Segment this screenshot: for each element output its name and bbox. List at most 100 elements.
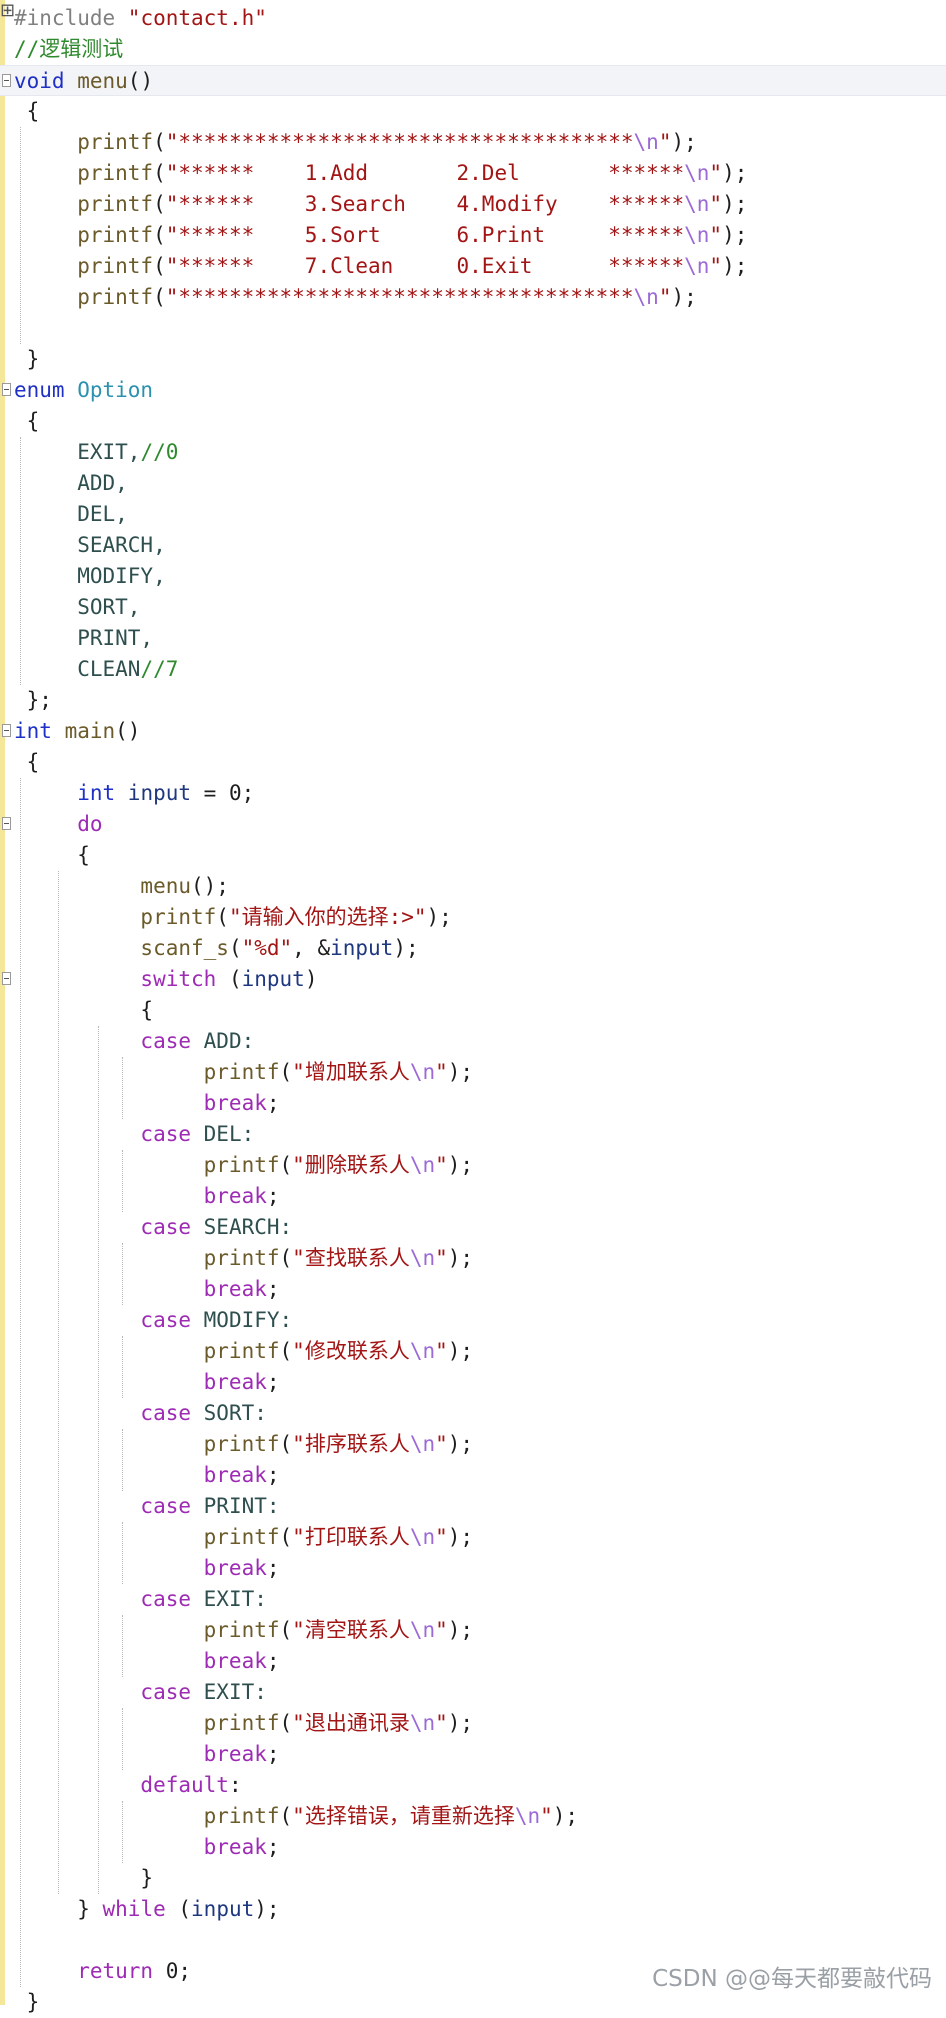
code-line[interactable]: printf("********************************… — [0, 127, 946, 158]
collapse-toggle-icon[interactable] — [2, 383, 11, 396]
code-line[interactable]: printf("****** 7.Clean 0.Exit ******\n")… — [0, 251, 946, 282]
code-line[interactable]: int input = 0; — [0, 778, 946, 809]
code-line[interactable]: { — [0, 406, 946, 437]
code-text: case EXIT: — [14, 1677, 266, 1708]
code-line[interactable]: scanf_s("%d", &input); — [0, 933, 946, 964]
code-token: "增加联系人 — [292, 1060, 410, 1084]
code-text: case EXIT: — [14, 1584, 266, 1615]
code-line[interactable]: case PRINT: — [0, 1491, 946, 1522]
code-token: () — [127, 69, 154, 93]
code-line[interactable]: #include "contact.h" — [0, 3, 946, 34]
code-token: printf — [14, 1153, 280, 1177]
code-token: "清空联系人 — [292, 1618, 410, 1642]
code-line[interactable]: ADD, — [0, 468, 946, 499]
code-line[interactable]: break; — [0, 1181, 946, 1212]
code-token: ); — [447, 1153, 474, 1177]
code-text: { — [14, 406, 40, 437]
code-line[interactable]: printf("****** 1.Add 2.Del ******\n"); — [0, 158, 946, 189]
code-line[interactable]: printf("****** 5.Sort 6.Print ******\n")… — [0, 220, 946, 251]
code-line[interactable]: case DEL: — [0, 1119, 946, 1150]
code-token: ( — [279, 1432, 293, 1456]
code-line[interactable]: printf("********************************… — [0, 282, 946, 313]
code-line[interactable]: int main() — [0, 716, 946, 747]
code-token: menu — [64, 69, 128, 93]
code-line[interactable]: SEARCH, — [0, 530, 946, 561]
code-line[interactable]: { — [0, 96, 946, 127]
code-token: ; — [266, 1835, 280, 1859]
code-line[interactable]: //逻辑测试 — [0, 34, 946, 65]
code-line[interactable]: void menu() — [0, 65, 946, 96]
code-line[interactable]: { — [0, 747, 946, 778]
code-line[interactable]: printf("打印联系人\n"); — [0, 1522, 946, 1553]
collapse-toggle-icon[interactable] — [2, 817, 11, 830]
code-text: break; — [14, 1832, 280, 1863]
code-line[interactable]: CLEAN//7 — [0, 654, 946, 685]
code-token: case — [14, 1308, 192, 1332]
code-line[interactable]: printf("退出通讯录\n"); — [0, 1708, 946, 1739]
code-line[interactable]: printf("清空联系人\n"); — [0, 1615, 946, 1646]
code-text: PRINT, — [14, 623, 153, 654]
code-token: ( — [153, 223, 166, 247]
split-window-icon[interactable]: ⊞ — [0, 0, 16, 21]
code-line[interactable]: break; — [0, 1460, 946, 1491]
code-line[interactable]: break; — [0, 1553, 946, 1584]
code-line[interactable]: case MODIFY: — [0, 1305, 946, 1336]
code-line[interactable]: printf("删除联系人\n"); — [0, 1150, 946, 1181]
code-line[interactable] — [0, 313, 946, 344]
code-token: ) — [304, 967, 318, 991]
collapse-toggle-icon[interactable] — [2, 724, 11, 737]
code-line[interactable]: case SEARCH: — [0, 1212, 946, 1243]
code-token: case — [14, 1401, 192, 1425]
code-token: \n — [684, 223, 710, 247]
code-line[interactable]: { — [0, 995, 946, 1026]
code-line[interactable]: printf("请输入你的选择:>"); — [0, 902, 946, 933]
code-line[interactable]: enum Option — [0, 375, 946, 406]
code-token: SEARCH, — [14, 533, 166, 557]
code-token: ); — [722, 192, 748, 216]
code-token: ); — [447, 1339, 474, 1363]
code-line[interactable]: DEL, — [0, 499, 946, 530]
collapse-toggle-icon[interactable] — [2, 74, 11, 87]
code-line[interactable]: SORT, — [0, 592, 946, 623]
code-line[interactable]: printf("修改联系人\n"); — [0, 1336, 946, 1367]
code-token: \n — [409, 1618, 436, 1642]
code-line[interactable]: break; — [0, 1832, 946, 1863]
code-line[interactable]: PRINT, — [0, 623, 946, 654]
code-line[interactable]: break; — [0, 1367, 946, 1398]
code-line[interactable]: EXIT,//0 — [0, 437, 946, 468]
code-line[interactable]: do — [0, 809, 946, 840]
indent-guide — [20, 127, 21, 344]
code-line[interactable]: break; — [0, 1274, 946, 1305]
collapse-toggle-icon[interactable] — [2, 972, 11, 985]
code-token: ( — [153, 161, 166, 185]
code-line[interactable] — [0, 1925, 946, 1956]
code-line[interactable]: switch (input) — [0, 964, 946, 995]
code-text: } — [14, 1863, 153, 1894]
code-line[interactable]: MODIFY, — [0, 561, 946, 592]
code-token: break — [14, 1649, 267, 1673]
code-line[interactable]: printf("选择错误，请重新选择\n"); — [0, 1801, 946, 1832]
code-line[interactable]: return 0; — [0, 1956, 946, 1987]
code-line[interactable]: { — [0, 840, 946, 871]
code-line[interactable]: case SORT: — [0, 1398, 946, 1429]
code-line[interactable]: break; — [0, 1646, 946, 1677]
code-line[interactable]: printf("增加联系人\n"); — [0, 1057, 946, 1088]
code-line[interactable]: case ADD: — [0, 1026, 946, 1057]
code-line[interactable]: } — [0, 344, 946, 375]
code-token: } — [14, 1897, 103, 1921]
code-line[interactable]: break; — [0, 1088, 946, 1119]
code-line[interactable]: printf("****** 3.Search 4.Modify ******\… — [0, 189, 946, 220]
code-line[interactable]: case EXIT: — [0, 1584, 946, 1615]
code-line[interactable]: } — [0, 1863, 946, 1894]
code-token: ( — [279, 1804, 293, 1828]
code-text: { — [14, 840, 90, 871]
code-line[interactable]: menu(); — [0, 871, 946, 902]
code-line[interactable]: printf("查找联系人\n"); — [0, 1243, 946, 1274]
code-line[interactable]: case EXIT: — [0, 1677, 946, 1708]
code-line[interactable]: }; — [0, 685, 946, 716]
code-line[interactable]: break; — [0, 1739, 946, 1770]
code-line[interactable]: } while (input); — [0, 1894, 946, 1925]
code-line[interactable]: printf("排序联系人\n"); — [0, 1429, 946, 1460]
code-line[interactable]: default: — [0, 1770, 946, 1801]
